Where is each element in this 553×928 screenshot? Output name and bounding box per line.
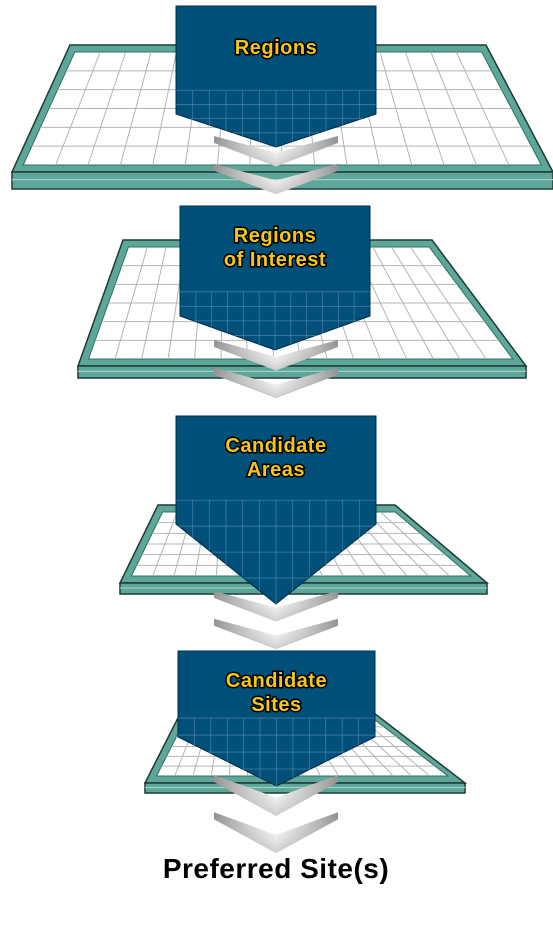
stage-label-line: Areas [247, 459, 305, 481]
stage-label-line: of Interest [224, 249, 326, 271]
chevron-shade [214, 136, 338, 167]
chevron-shade [214, 812, 338, 854]
down-chevron-arrow-2 [214, 340, 338, 399]
grid-line [152, 51, 178, 166]
preferred-sites-label: Preferred Site(s) [163, 853, 389, 884]
grid-line [365, 511, 429, 577]
grid-line [455, 51, 510, 166]
grid-line [119, 51, 152, 166]
down-chevron-arrow-3 [214, 591, 338, 650]
stage-label-line: Regions [234, 225, 316, 247]
down-chevron-arrow-4 [214, 775, 338, 854]
chevron-shade [214, 340, 338, 371]
grid-line [55, 51, 101, 166]
chevron-shade [214, 591, 338, 622]
grid-line [379, 51, 413, 166]
down-chevron-arrow-1 [214, 136, 338, 195]
grid-line [404, 51, 445, 166]
grid-line [372, 246, 434, 360]
grid-line [430, 51, 478, 166]
grid-line [141, 246, 167, 360]
chevron-shade [214, 163, 338, 195]
stage-label-line: Candidate [226, 670, 327, 692]
grid-line [410, 246, 487, 360]
grid-line [391, 246, 461, 360]
grid-line [380, 511, 450, 577]
stage-label-line: Candidate [225, 435, 326, 457]
stage-label-line: Sites [251, 694, 301, 716]
grid-line [87, 51, 127, 166]
chevron-shade [214, 775, 338, 816]
chevron-shade [214, 618, 338, 650]
stage-label-line: Regions [235, 37, 317, 59]
grid-line [152, 511, 178, 577]
stage-box-1: Regions [175, 5, 377, 148]
chevron-shade [214, 367, 338, 399]
grid-line [114, 246, 148, 360]
